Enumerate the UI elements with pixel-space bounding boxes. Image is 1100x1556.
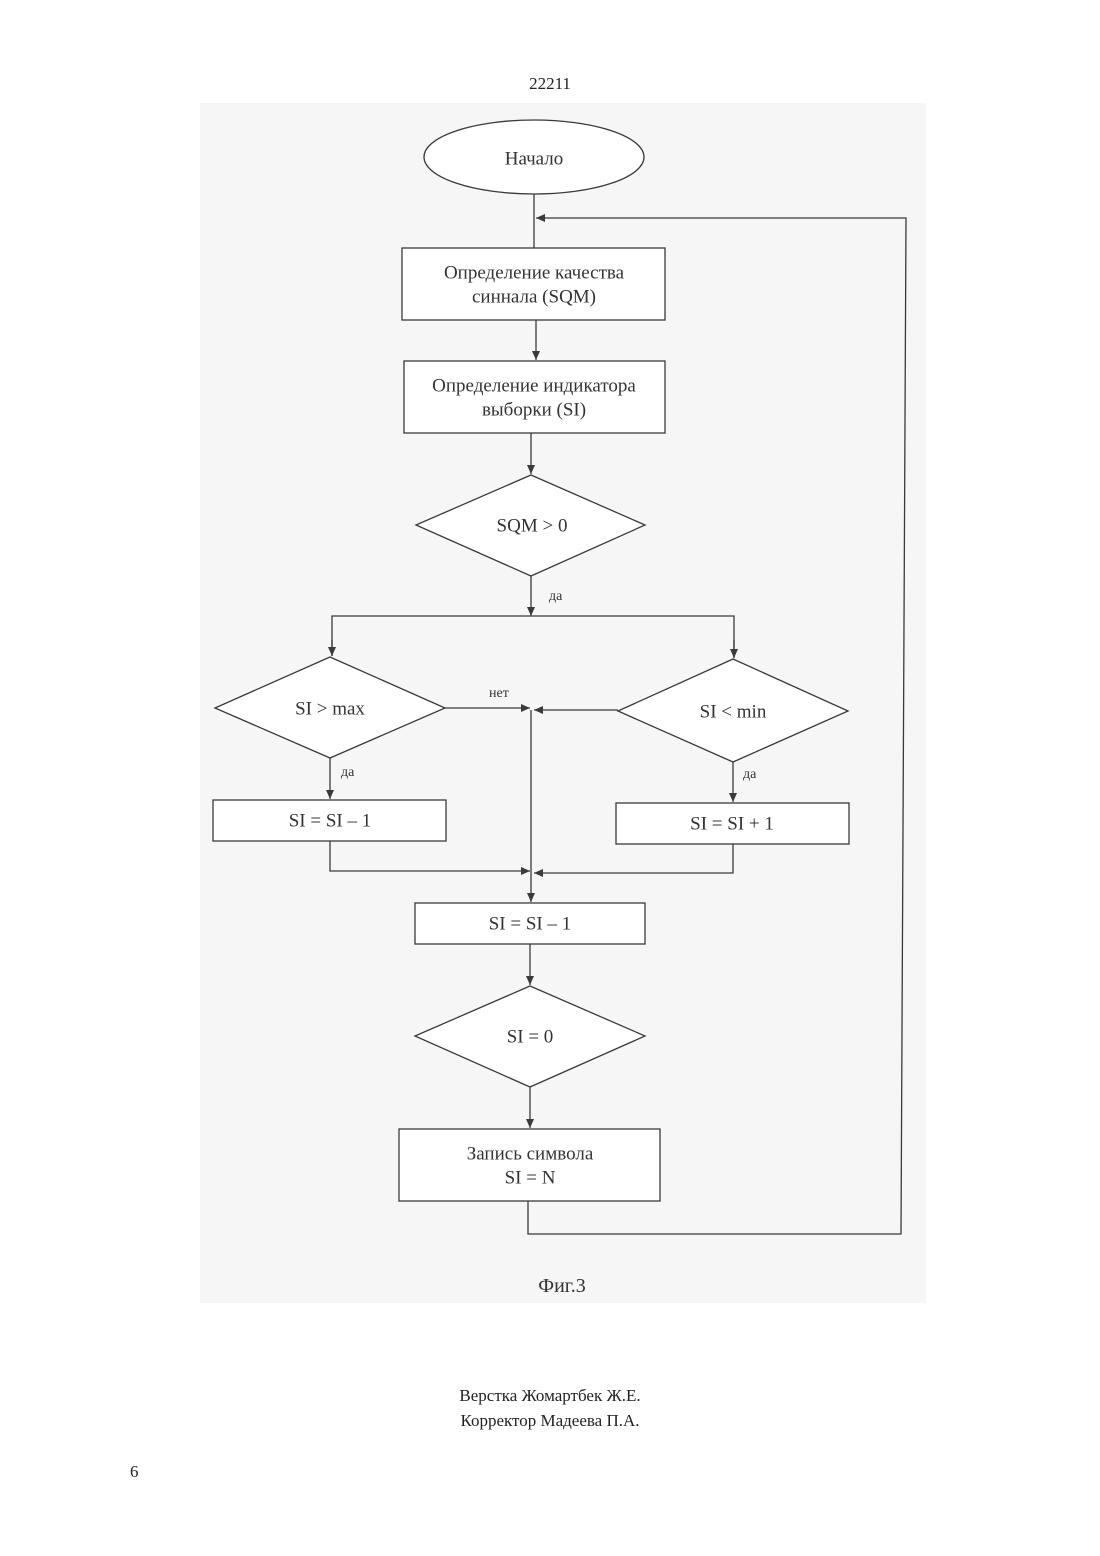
layout-credit: Верстка Жомартбек Ж.Е. <box>0 1383 1100 1408</box>
si-box-line-1: Определение индикатора <box>432 375 636 396</box>
yes-label-min: да <box>743 767 757 782</box>
yes-label-sqm: да <box>549 589 563 604</box>
start-label: Начало <box>505 148 564 169</box>
write-box-line-2: SI = N <box>505 1167 556 1188</box>
write-box-line-1: Запись символа <box>467 1143 594 1164</box>
credits-block: Верстка Жомартбек Ж.Е. Корректор Мадеева… <box>0 1383 1100 1433</box>
sqm-process-box <box>402 248 665 320</box>
merge-left-connector <box>330 841 530 871</box>
branch-split-line <box>332 616 734 658</box>
corrector-credit: Корректор Мадеева П.А. <box>0 1408 1100 1433</box>
write-symbol-box <box>399 1129 660 1201</box>
merge-right-connector <box>534 844 733 873</box>
si-process-box <box>404 361 665 433</box>
yes-label-max: да <box>341 765 355 780</box>
sqm-box-line-2: синнала (SQM) <box>472 286 596 307</box>
decision-zero-label: SI = 0 <box>507 1026 554 1047</box>
decision-min-label: SI < min <box>700 701 767 722</box>
decrement-label: SI = SI – 1 <box>289 810 372 831</box>
figure-caption: Фиг.3 <box>538 1275 585 1297</box>
sqm-box-line-1: Определение качества <box>444 262 625 283</box>
decrement-2-label: SI = SI – 1 <box>489 913 572 934</box>
page-number: 6 <box>130 1462 139 1482</box>
increment-label: SI = SI + 1 <box>690 813 774 834</box>
si-box-line-2: выборки (SI) <box>482 399 586 420</box>
decision-sqm-label: SQM > 0 <box>497 515 568 536</box>
no-label: нет <box>489 686 509 701</box>
decision-max-label: SI > max <box>295 698 365 719</box>
